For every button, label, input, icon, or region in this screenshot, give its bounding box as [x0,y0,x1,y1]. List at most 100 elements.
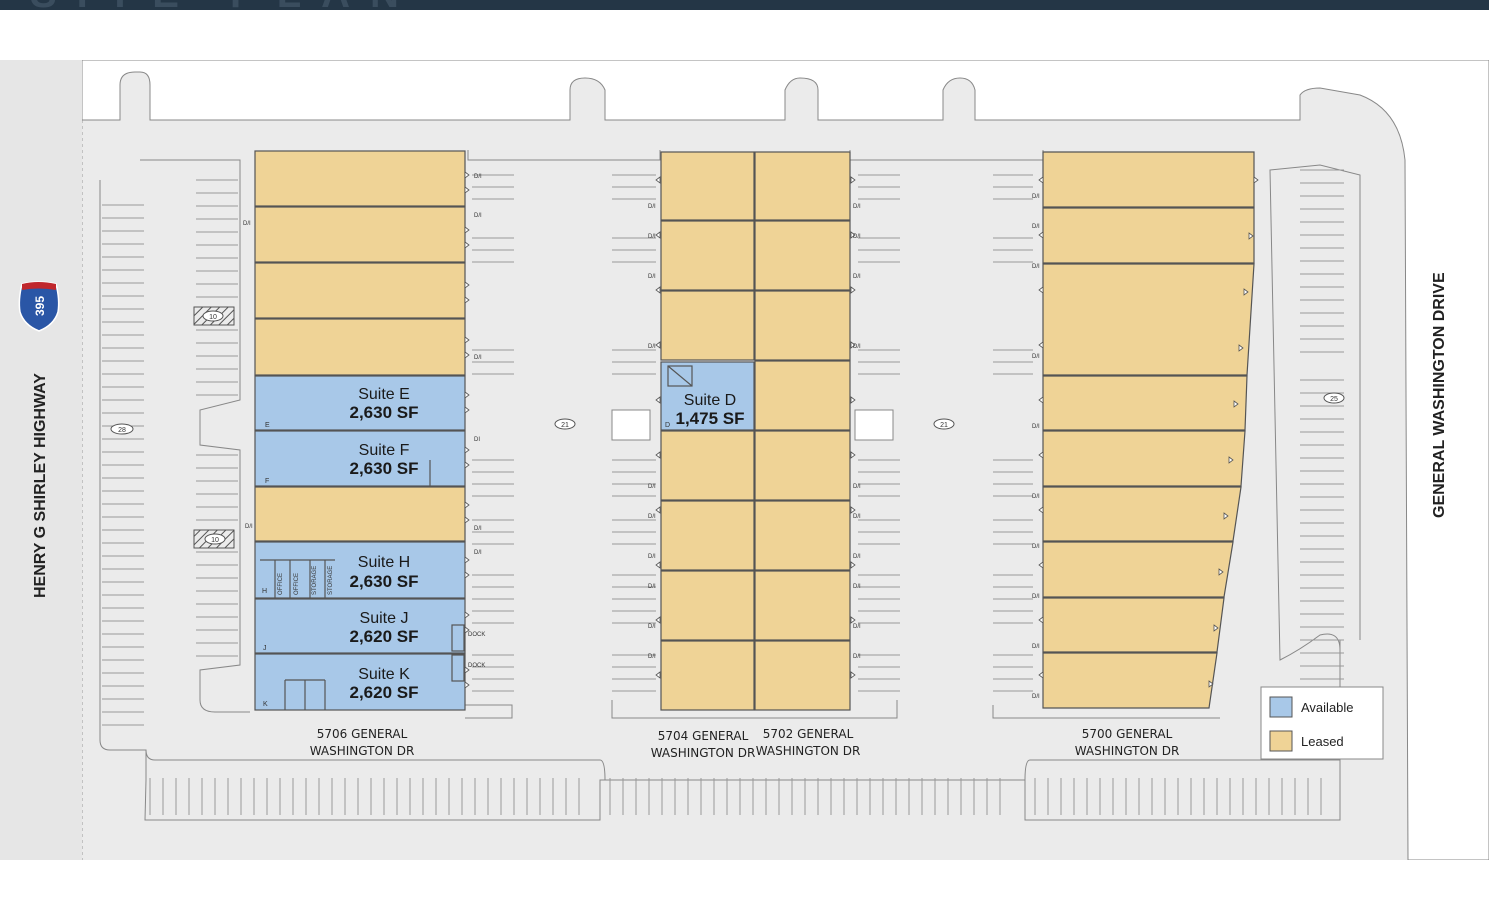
door-marker [464,666,470,674]
di-label: D/I [1032,694,1040,700]
suite-j-name: Suite J [360,610,409,627]
door-marker [464,681,470,689]
suite-k-letter: K [263,701,268,708]
svg-text:28: 28 [118,427,126,434]
door-marker [655,341,661,349]
suite-e-area[interactable] [254,375,466,431]
address-5702-line1: 5702 GENERAL [763,727,854,741]
door-marker [1038,341,1044,349]
di-label: D/I [853,624,861,630]
suite-f-sf: 2,630 SF [350,459,419,478]
road-label-east: GENERAL WASHINGTON DRIVE [1431,272,1448,518]
di-label: D/I [474,213,482,219]
suite-d-letter: D [665,422,670,429]
building-5704-5702 [660,151,851,711]
di-label: D/I [1032,544,1040,550]
address-5704-line2: WASHINGTON DR [651,746,756,760]
door-marker [655,176,661,184]
door-marker [1253,176,1259,184]
di-label: D/I [1032,264,1040,270]
di-label: D/I [1032,494,1040,500]
di-label: D/I [648,484,656,490]
door-marker [850,561,856,569]
di-label: D/I [853,484,861,490]
interstate-shield-icon: 395 [18,281,60,332]
door-marker [1228,456,1234,464]
door-marker [464,391,470,399]
unit-leased [254,486,466,542]
suite-e-sf: 2,630 SF [350,403,419,422]
building-5700 [1042,151,1255,709]
door-marker [1223,512,1229,520]
di-label: D/I [1032,594,1040,600]
road-label-west: HENRY G SHIRLEY HIGHWAY [32,373,49,598]
unit-leased [754,360,851,431]
door-markers: D/I D/I D/I D/I D/I D/I D/I D/I D/I D/I D/I D/I D/I D… [243,171,1259,700]
unit-leased [660,500,755,571]
address-5700-line2: WASHINGTON DR [1075,744,1180,758]
unit-leased [254,262,466,319]
door-marker [1243,288,1249,296]
door-marker [1038,561,1044,569]
parking-count-center-left: 21 [554,418,576,430]
di-label: D/I [648,514,656,520]
di-label: D/I [1032,644,1040,650]
door-marker [1038,671,1044,679]
door-marker [464,516,470,524]
unit-leased [754,570,851,641]
suite-f-area[interactable] [254,430,466,487]
door-marker [1233,400,1239,408]
unit-leased [660,290,755,361]
office-label-1: OFFICE [278,573,284,595]
door-marker [464,446,470,454]
unit-leased [660,151,755,221]
svg-text:25: 25 [1330,396,1338,403]
parking-count-east: 25 [1323,392,1345,404]
door-marker [1038,616,1044,624]
door-marker [464,461,470,469]
door-marker [850,451,856,459]
svg-text:10: 10 [209,314,217,321]
svg-text:395: 395 [33,296,47,316]
door-marker [464,571,470,579]
di-label: DI [474,437,480,443]
svg-text:21: 21 [940,422,948,429]
door-marker [850,231,856,239]
di-label: D/I [853,204,861,210]
door-marker [1038,231,1044,239]
door-marker [464,611,470,619]
address-5704-line1: 5704 GENERAL [658,729,749,743]
unit-leased [660,430,755,501]
door-marker [464,556,470,564]
address-5702-line2: WASHINGTON DR [756,744,861,758]
door-marker [850,671,856,679]
suite-j-letter: J [263,645,267,652]
door-marker [464,626,470,634]
suite-f-letter: F [265,478,269,485]
di-label: D/I [474,550,482,556]
suite-e-letter: E [265,422,270,429]
di-label: D/I [648,624,656,630]
door-marker [1038,451,1044,459]
address-5706-line1: 5706 GENERAL [317,727,408,741]
di-label: D/I [853,654,861,660]
di-label: D/I [474,355,482,361]
di-label: D/I [648,204,656,210]
di-label: D/I [474,526,482,532]
door-marker [464,351,470,359]
door-marker [655,286,661,294]
legend: Available Leased [1260,686,1384,760]
unit-leased [660,220,755,291]
door-marker [655,231,661,239]
dock-label-2: DOCK [468,663,485,669]
address-5706-line2: WASHINGTON DR [310,744,415,758]
door-marker [1038,286,1044,294]
suite-d-name: Suite D [684,392,736,409]
suite-e-name: Suite E [358,386,410,403]
di-label: D/I [648,344,656,350]
di-label: D/I [853,514,861,520]
suite-h-letter: H [262,588,267,595]
door-marker [850,286,856,294]
suite-f-name: Suite F [359,442,410,459]
suite-j-area[interactable] [254,598,466,654]
